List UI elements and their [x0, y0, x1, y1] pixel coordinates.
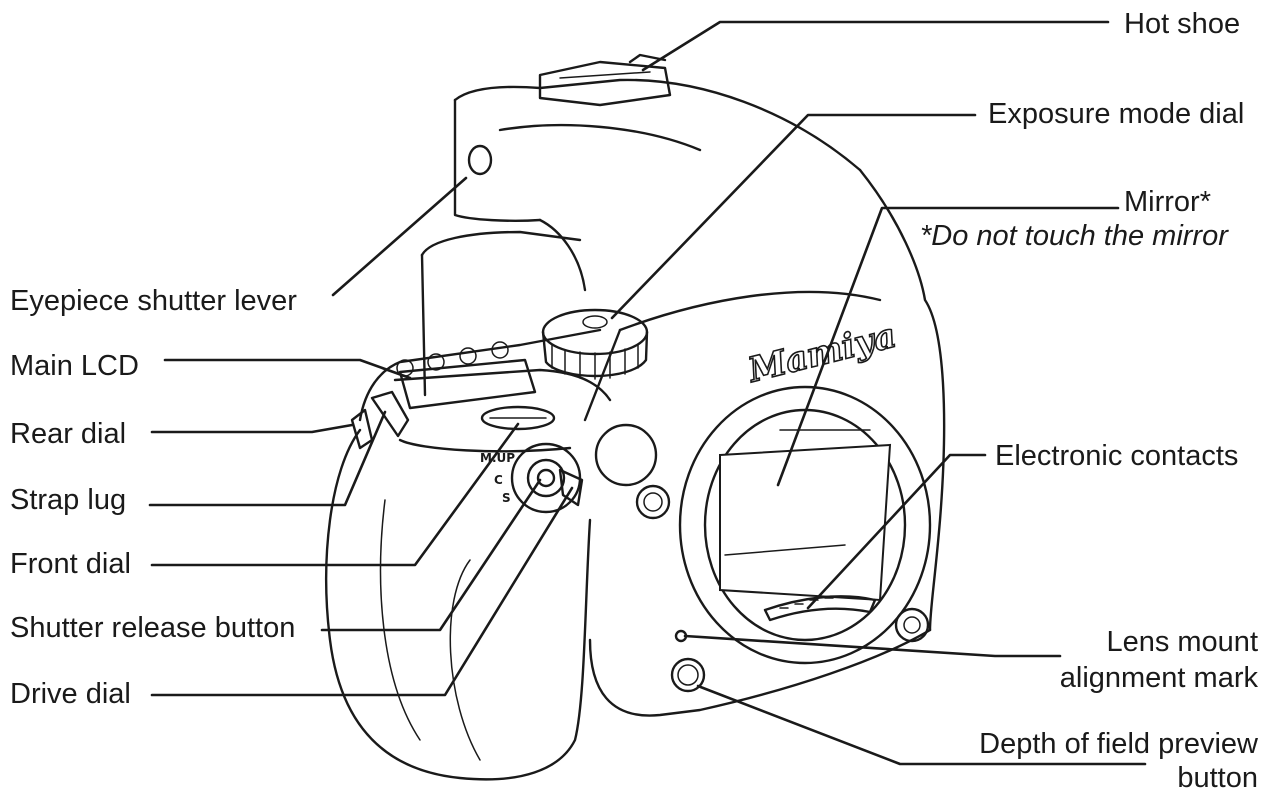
- leader-electronic-contacts: [806, 453, 987, 610]
- label-exposure-mode-dial: Exposure mode dial: [988, 98, 1245, 130]
- leader-lens-mount-alignment-mark: [683, 634, 1062, 658]
- label-shutter-release-button: Shutter release button: [10, 612, 296, 644]
- label-hot-shoe: Hot shoe: [1124, 8, 1241, 40]
- label-eyepiece-shutter-lever: Eyepiece shutter lever: [10, 285, 297, 317]
- leader-depth-of-field-preview-button: [696, 684, 1147, 766]
- leader-strap-lug: [148, 410, 387, 507]
- leader-exposure-mode-dial: [610, 113, 977, 320]
- leader-drive-dial: [150, 486, 574, 697]
- label-lens-mount-line1: Lens mount: [1106, 626, 1258, 658]
- label-mirror: Mirror*: [1124, 186, 1211, 218]
- label-main-lcd: Main LCD: [10, 350, 139, 382]
- label-mirror-note: *Do not touch the mirror: [920, 220, 1228, 252]
- leader-eyepiece-shutter-lever: [331, 176, 468, 297]
- label-drive-dial: Drive dial: [10, 678, 131, 710]
- leader-main-lcd: [163, 358, 412, 380]
- drive-mark-mup: M.UP: [480, 451, 515, 465]
- label-electronic-contacts: Electronic contacts: [995, 440, 1239, 472]
- label-front-dial: Front dial: [10, 548, 131, 580]
- leader-rear-dial: [150, 423, 354, 434]
- leader-hot-shoe: [641, 20, 1110, 72]
- leader-shutter-release-button: [320, 478, 542, 632]
- label-rear-dial: Rear dial: [10, 418, 127, 450]
- label-dof-preview-line1: Depth of field preview: [979, 728, 1258, 760]
- label-lens-mount-line2: alignment mark: [1059, 662, 1258, 694]
- leader-mirror: [776, 206, 1120, 487]
- label-dof-preview-line2: button: [1177, 762, 1258, 794]
- label-strap-lug: Strap lug: [10, 484, 127, 516]
- drive-mark-s: S: [502, 491, 511, 505]
- drive-mark-c: C: [494, 473, 503, 487]
- leader-front-dial: [150, 422, 520, 567]
